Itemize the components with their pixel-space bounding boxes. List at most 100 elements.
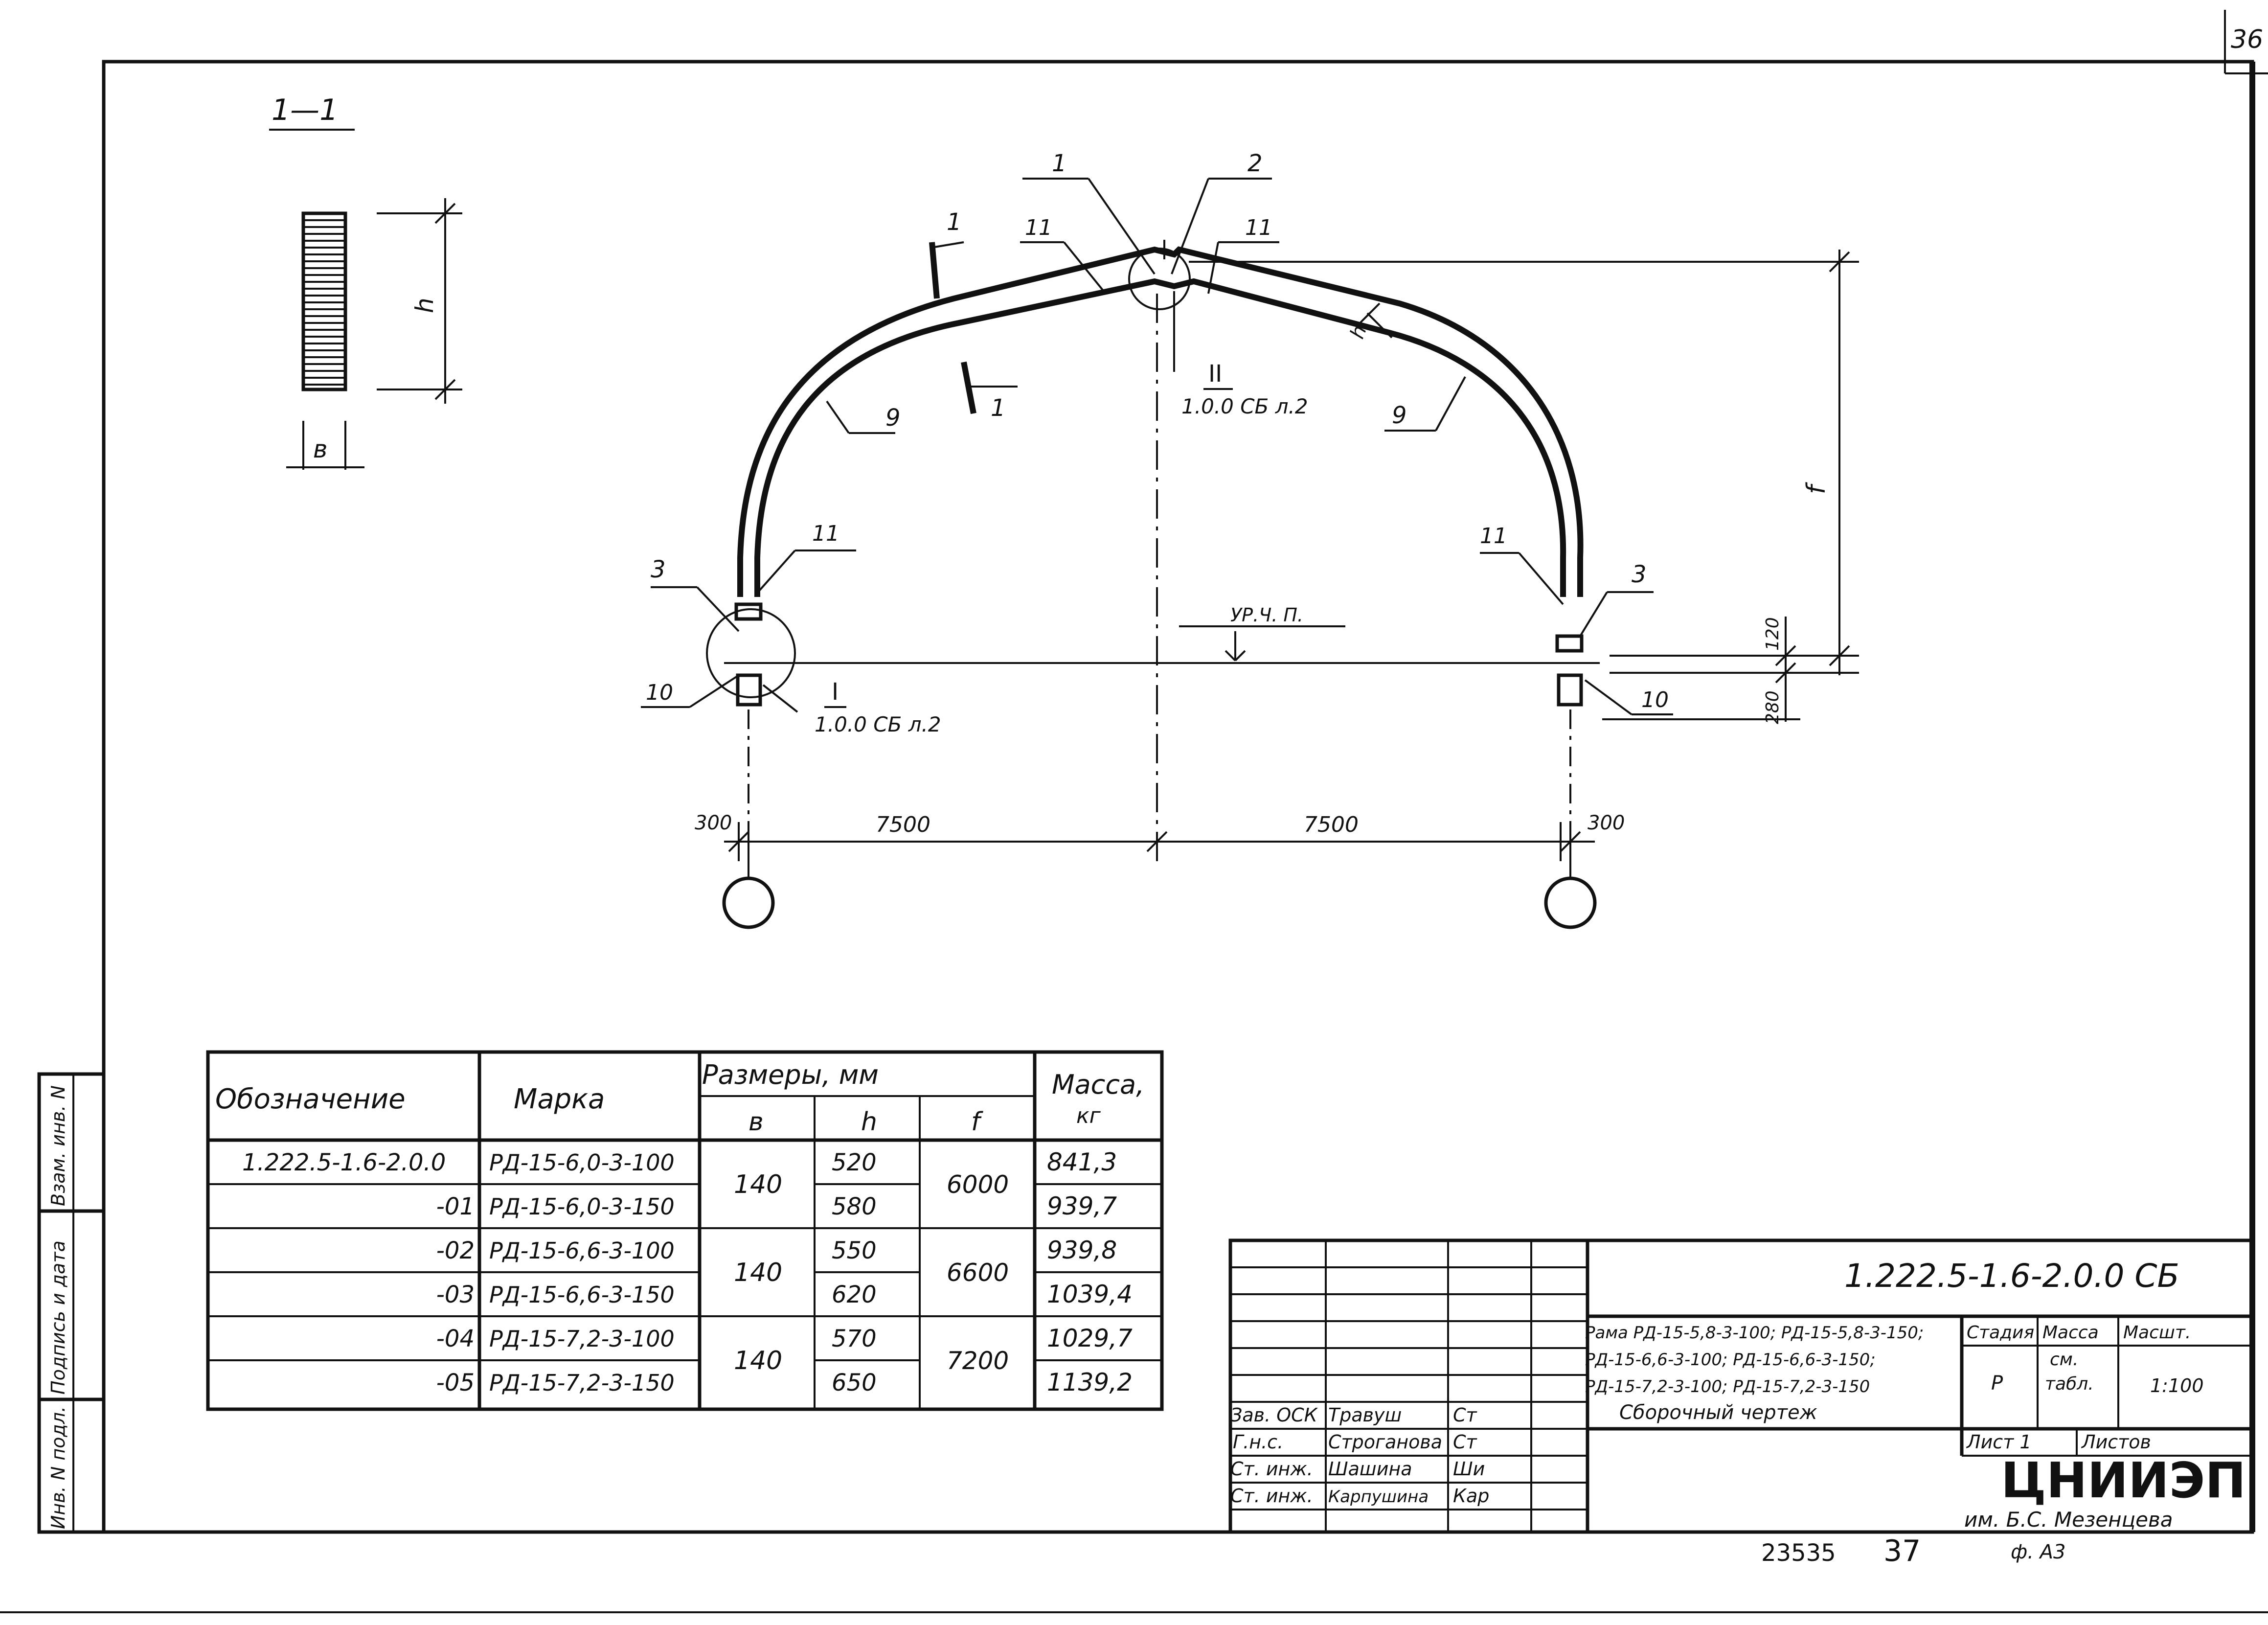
node-I-ref: 1.0.0 СБ л.2 [815, 712, 941, 736]
pos-10-right: 10 [1641, 687, 1669, 712]
header-b: в [748, 1107, 764, 1137]
row-mark: РД-15-6,6-3-100 [489, 1237, 675, 1264]
sheet-frame [0, 10, 2268, 1613]
node-I: I [832, 678, 839, 706]
dim-7500-left: 7500 [876, 812, 930, 837]
pos-3-right: 3 [1632, 561, 1647, 588]
row-mark: РД-15-6,0-3-150 [489, 1193, 675, 1220]
dim-f: f [1802, 482, 1831, 494]
sig-role-1: Зав. ОСК [1230, 1404, 1318, 1426]
sig-name-4: Карпушина [1328, 1487, 1429, 1507]
stage-label: Стадия [1967, 1323, 2034, 1343]
cut-label-bottom: 1 [991, 394, 1006, 422]
footer-format: ф. А3 [2011, 1541, 2065, 1563]
row-mass: 939,7 [1047, 1192, 1117, 1220]
sheets-label: Листов [2081, 1431, 2151, 1453]
footer-number: 23535 [1761, 1539, 1836, 1567]
section-dim-b: в [313, 435, 327, 463]
desc-line-2: РД-15-6,6-3-100; РД-15-6,6-3-150; [1585, 1350, 1876, 1370]
row-f: 7200 [947, 1347, 1009, 1375]
mass-value-2: табл. [2045, 1374, 2094, 1394]
dim-7500-right: 7500 [1304, 812, 1359, 837]
axis-marker-left [722, 876, 775, 929]
org-name: ЦНИИЭП [2001, 1452, 2246, 1509]
dim-120: 120 [1763, 617, 1783, 651]
pos-1: 1 [1052, 150, 1067, 177]
row-h: 580 [832, 1193, 877, 1220]
desc-line-1: Рама РД-15-5,8-3-100; РД-15-5,8-3-150; [1585, 1323, 1924, 1343]
header-dims: Размеры, мм [702, 1059, 879, 1090]
sig-sign-4: Кар [1453, 1485, 1489, 1507]
dim-300-right: 300 [1588, 812, 1625, 834]
header-designation: Обозначение [215, 1083, 406, 1115]
sheet-number: 36 [2231, 25, 2263, 54]
row-b: 140 [734, 1170, 782, 1199]
org-sub: им. Б.С. Мезенцева [1964, 1508, 2173, 1532]
row-mass: 1139,2 [1047, 1368, 1133, 1396]
doc-code: 1.222.5-1.6-2.0.0 СБ [1844, 1257, 2179, 1295]
row-mass: 939,8 [1047, 1236, 1117, 1264]
row-h: 550 [832, 1237, 877, 1264]
pos-10-left: 10 [646, 680, 673, 705]
section-label: 1—1 [272, 93, 338, 127]
row-designation: -01 [436, 1193, 475, 1220]
dim-300-left: 300 [695, 812, 732, 834]
row-f: 6000 [947, 1170, 1009, 1199]
header-mark: Марка [514, 1083, 605, 1115]
row-mark: РД-15-7,2-3-100 [489, 1326, 675, 1352]
arch-outer [737, 246, 1584, 597]
row-b: 140 [734, 1346, 782, 1375]
node-II-ref: 1.0.0 СБ л.2 [1181, 394, 1308, 418]
header-mass-unit: кг [1076, 1103, 1101, 1128]
stamp-podpis: Подпись и дата [47, 1240, 69, 1395]
sig-name-1: Травуш [1328, 1404, 1402, 1426]
node-II: II [1208, 360, 1222, 388]
stamp-inv: Инв. N подл. [47, 1406, 69, 1529]
row-mark: РД-15-6,0-3-100 [489, 1149, 675, 1176]
spec-table: Обозначение Марка Размеры, мм в h f Масс… [206, 1050, 1164, 1411]
arch-inner [754, 278, 1566, 597]
pos-9-left: 9 [885, 404, 901, 432]
desc-line-4: Сборочный чертеж [1619, 1401, 1817, 1424]
row-mark: РД-15-6,6-3-150 [489, 1282, 675, 1308]
row-designation: -02 [436, 1237, 475, 1264]
scale-value: 1:100 [2150, 1375, 2204, 1396]
pos-11-left: 11 [812, 521, 839, 546]
row-f: 6600 [947, 1259, 1009, 1287]
row-h: 570 [832, 1325, 877, 1352]
mass-label: Масса [2042, 1323, 2099, 1343]
row-designation: -05 [436, 1369, 475, 1396]
section-dim-h: h [410, 298, 439, 313]
sig-name-3: Шашина [1328, 1458, 1412, 1480]
sig-role-4: Ст. инж. [1230, 1485, 1313, 1507]
row-h: 650 [832, 1369, 877, 1396]
desc-line-3: РД-15-7,2-3-100; РД-15-7,2-3-150 [1585, 1377, 1870, 1396]
pos-9-right: 9 [1392, 402, 1407, 429]
pos-11-top-right: 11 [1245, 215, 1272, 240]
sig-sign-3: Ши [1453, 1458, 1485, 1480]
section-profile [301, 211, 347, 391]
row-mass: 841,3 [1047, 1148, 1117, 1176]
title-block: 1.222.5-1.6-2.0.0 СБ Рама РД-15-5,8-3-10… [1228, 1238, 2254, 1534]
row-designation: 1.222.5-1.6-2.0.0 [242, 1149, 446, 1176]
row-mass: 1029,7 [1047, 1324, 1133, 1352]
pos-2: 2 [1247, 150, 1263, 177]
row-designation: -03 [436, 1281, 475, 1308]
footer-page: 37 [1883, 1534, 1921, 1568]
row-b: 140 [734, 1258, 782, 1287]
header-h: h [861, 1107, 877, 1137]
mass-value-1: см. [2050, 1350, 2078, 1370]
arch-frame: УР.Ч. П. 1 1 1 2 11 11 II 1.0.0 СБ л.2 9… [641, 150, 1859, 929]
row-designation: -04 [436, 1325, 475, 1352]
pos-11-right: 11 [1480, 524, 1507, 549]
side-stamp: Взам. инв. N Подпись и дата Инв. N подл. [37, 1072, 106, 1534]
pos-3-left: 3 [651, 556, 666, 583]
sig-role-3: Ст. инж. [1230, 1458, 1313, 1480]
profile-hatch [304, 219, 344, 386]
header-mass: Масса, [1052, 1069, 1144, 1100]
row-mark: РД-15-7,2-3-150 [489, 1370, 675, 1396]
sig-role-2: Г.н.с. [1233, 1431, 1283, 1453]
row-h: 620 [832, 1281, 877, 1308]
